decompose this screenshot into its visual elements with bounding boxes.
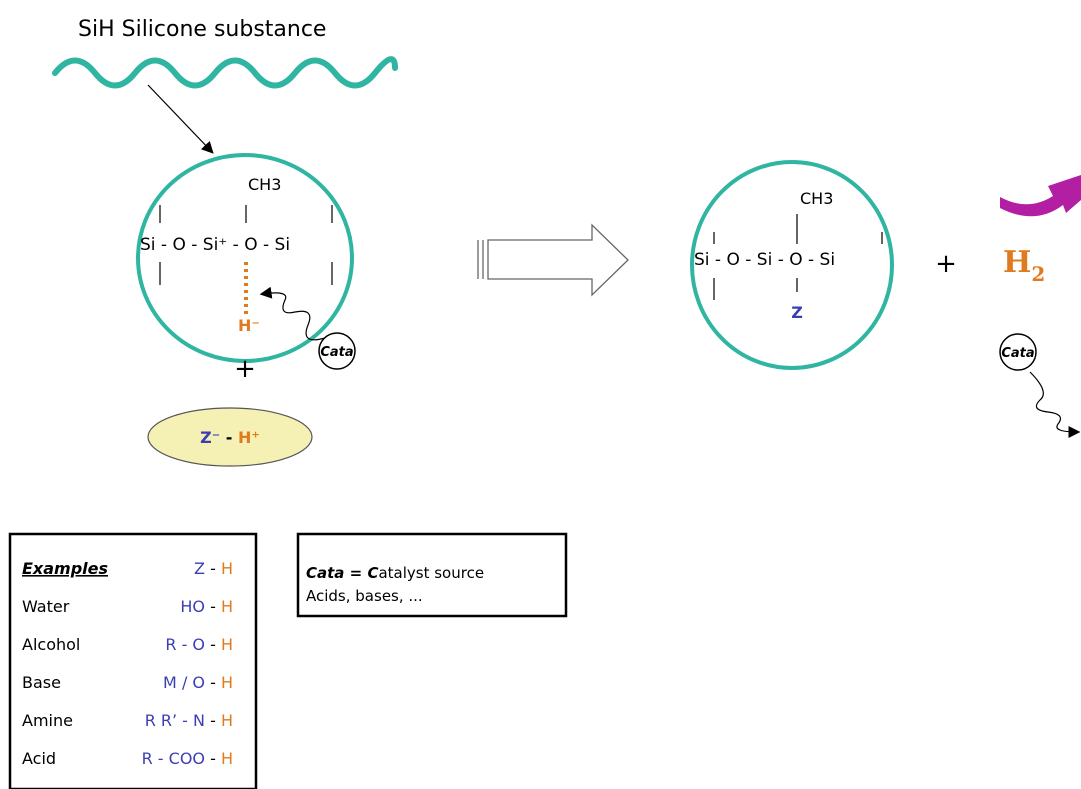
- cata-eq: =: [344, 564, 367, 582]
- example-formula: R - O - H: [165, 635, 233, 654]
- cata-rest: atalyst source: [378, 564, 484, 582]
- example-h: H: [221, 711, 233, 730]
- right-chain-label: Si - O - Si - O - Si: [694, 250, 835, 270]
- left-plus-sign: +: [234, 354, 256, 384]
- example-formula: M / O - H: [163, 673, 233, 692]
- left-ch3-label: CH3: [248, 175, 281, 194]
- substituent-z-label: Z: [791, 303, 803, 322]
- reactant-z: Z⁻: [200, 428, 220, 447]
- left-catalyst-circle: [318, 332, 356, 370]
- reactant-label: Z⁻ - H⁺: [200, 428, 260, 447]
- example-h: H: [221, 597, 233, 616]
- examples-header: Examples: [22, 559, 108, 578]
- pointer-arrow: [147, 84, 214, 154]
- example-formula: R R’ - N - H: [145, 711, 233, 730]
- example-name: Amine: [22, 711, 73, 730]
- example-sep: -: [205, 635, 221, 654]
- example-group: M / O: [163, 673, 205, 692]
- reactant-h: H⁺: [238, 428, 260, 447]
- catalyst-squiggle-arrow: [259, 286, 326, 341]
- example-sep: -: [205, 749, 221, 768]
- example-sep: -: [205, 673, 221, 692]
- silicone-wave: [52, 56, 398, 89]
- h2-subscript: 2: [1031, 262, 1045, 286]
- magenta-release-arrow: [1000, 175, 1081, 217]
- left-molecule-ring: [136, 153, 354, 363]
- examples-rows: Water HO - H Alcohol R - O - H Base M / O - H…: [22, 597, 233, 768]
- cata-bold: Cata: [306, 564, 344, 582]
- example-name: Alcohol: [22, 635, 80, 654]
- example-sep: -: [205, 711, 221, 730]
- cata-def-line1: Cata = Catalyst source: [306, 564, 484, 582]
- header-sep: -: [205, 559, 221, 578]
- right-molecule-ring: [690, 160, 894, 370]
- h2-base: H: [1003, 245, 1031, 280]
- header-z: Z: [194, 559, 205, 578]
- reactant-ellipse: [147, 407, 313, 467]
- cata-c: C: [367, 564, 378, 582]
- left-chain-label: Si - O - Si⁺ - O - Si: [140, 235, 290, 255]
- example-h: H: [221, 673, 233, 692]
- example-formula: HO - H: [180, 597, 233, 616]
- examples-table-box: [8, 532, 258, 789]
- example-group: HO: [180, 597, 205, 616]
- example-formula: R - COO - H: [142, 749, 233, 768]
- example-sep: -: [205, 597, 221, 616]
- reactant-sep: -: [220, 428, 238, 447]
- example-h: H: [221, 749, 233, 768]
- right-catalyst-circle: [999, 333, 1037, 371]
- example-h: H: [221, 635, 233, 654]
- right-plus-sign: +: [935, 249, 957, 279]
- example-group: R - COO: [142, 749, 205, 768]
- example-name: Base: [22, 673, 61, 692]
- right-catalyst-label: Cata: [1001, 346, 1034, 361]
- cata-definition-box: [296, 532, 568, 618]
- header-h: H: [221, 559, 233, 578]
- example-group: R R’ - N: [145, 711, 205, 730]
- examples-header-right: Z - H: [194, 559, 233, 578]
- example-group: R - O: [165, 635, 205, 654]
- example-name: Acid: [22, 749, 56, 768]
- right-ch3-label: CH3: [800, 189, 833, 208]
- diagram-title: SiH Silicone substance: [78, 17, 326, 42]
- right-catalyst-squiggle: [1029, 371, 1081, 438]
- h2-label: H2: [1003, 245, 1045, 286]
- cata-def-line2: Acids, bases, ...: [306, 587, 423, 605]
- reaction-arrow: [477, 223, 629, 297]
- example-name: Water: [22, 597, 70, 616]
- left-catalyst-label: Cata: [320, 345, 353, 360]
- hydride-label: H⁻: [238, 316, 260, 335]
